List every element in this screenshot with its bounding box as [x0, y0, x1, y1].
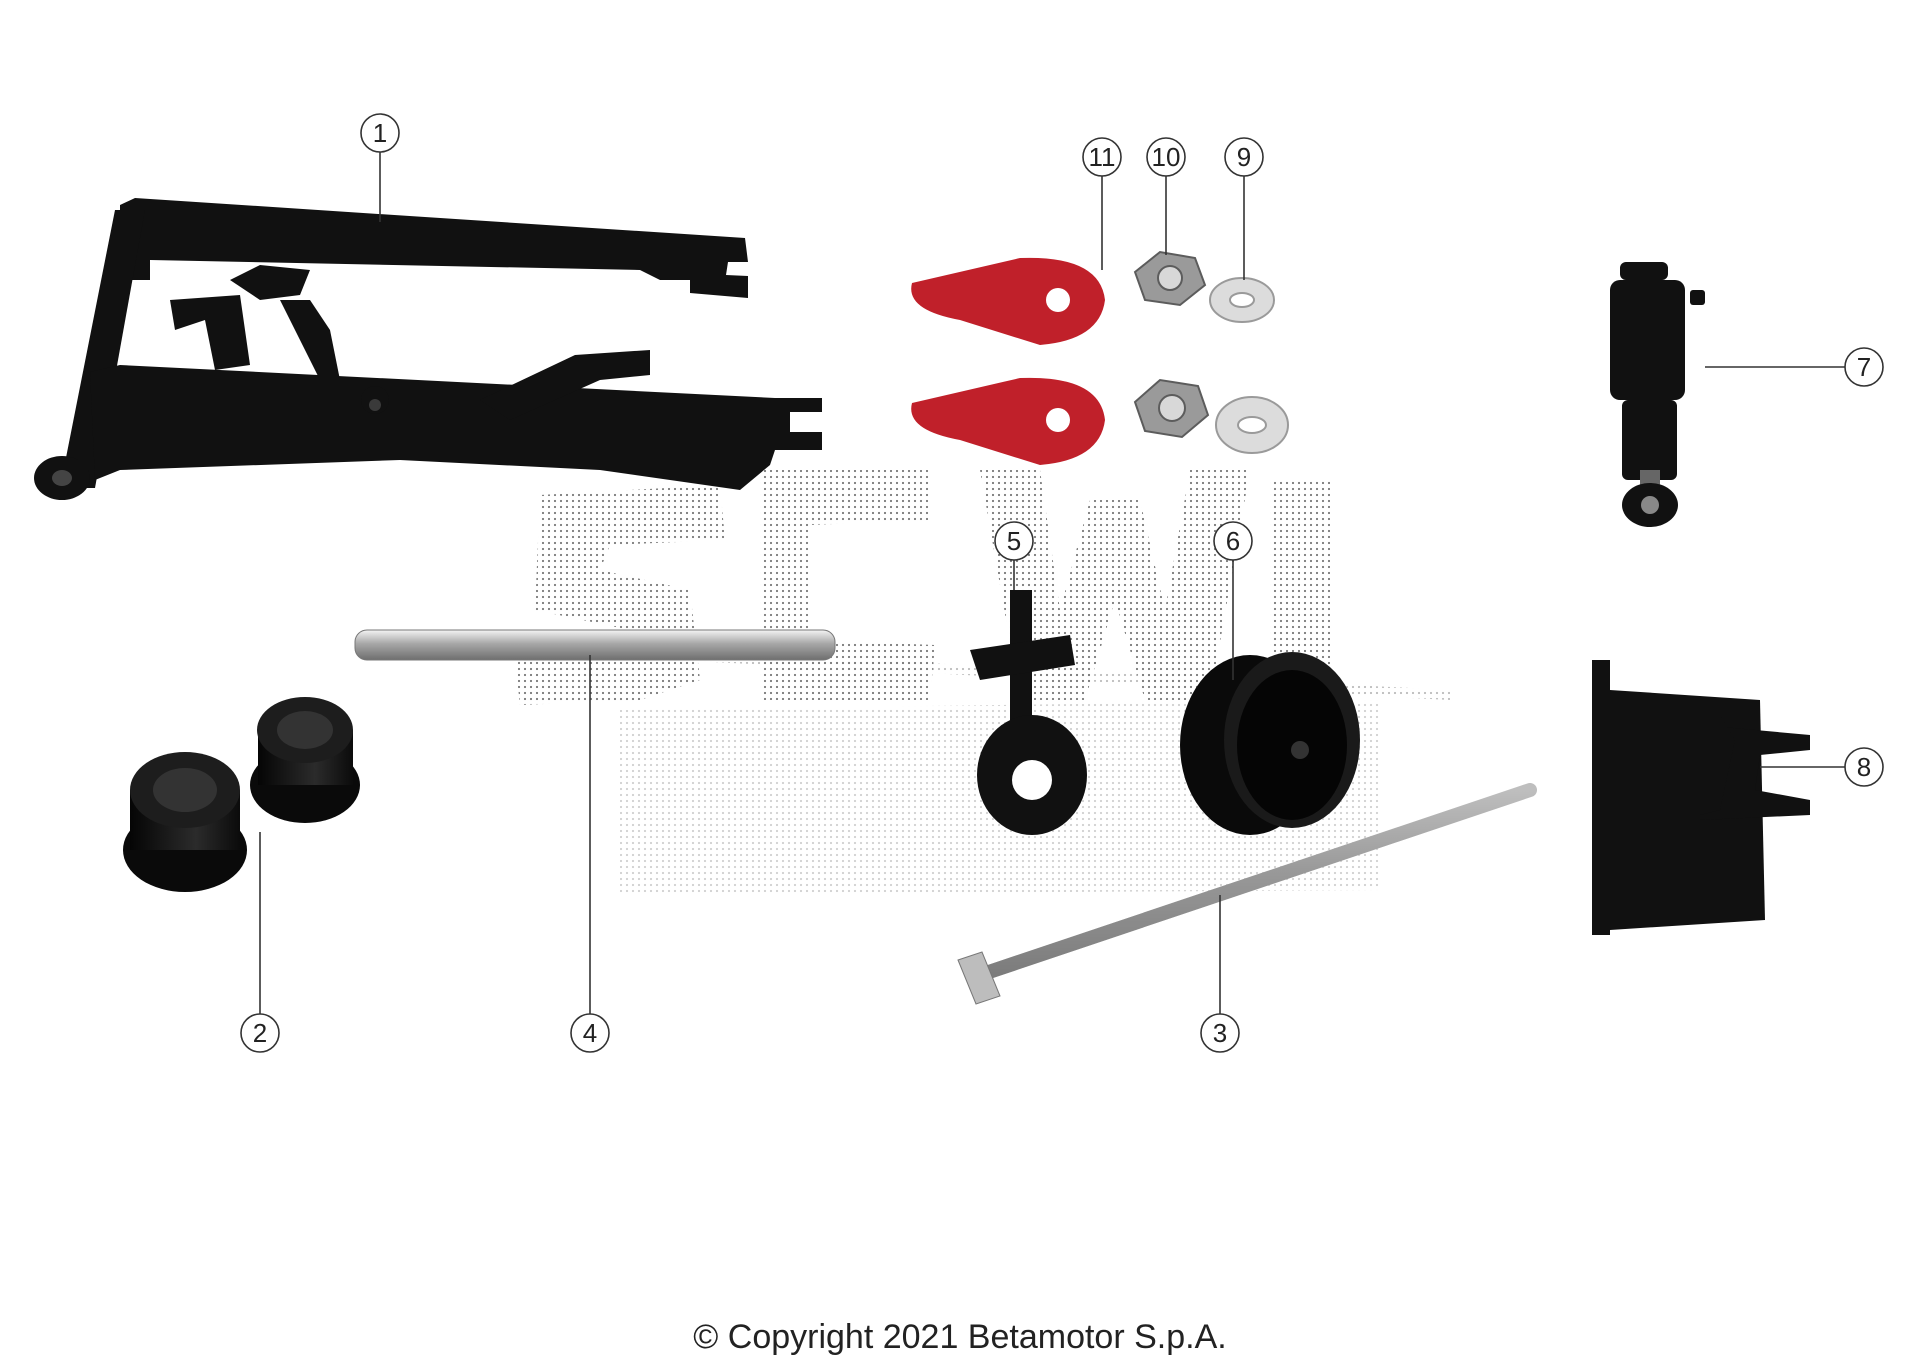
- callout-8: 8: [1844, 747, 1884, 787]
- svg-text:5: 5: [1007, 526, 1021, 556]
- svg-text:8: 8: [1857, 752, 1871, 782]
- leader-lines: [259, 152, 1845, 1014]
- chain-tensioner-icon: [970, 590, 1087, 835]
- svg-text:7: 7: [1857, 352, 1871, 382]
- swingarm-icon: [34, 198, 822, 500]
- callout-4: 4: [570, 1013, 610, 1053]
- bushing-pair-icon: [123, 697, 360, 892]
- callout-11: 11: [1082, 137, 1122, 177]
- svg-text:4: 4: [583, 1018, 597, 1048]
- svg-text:10: 10: [1152, 142, 1181, 172]
- svg-text:11: 11: [1089, 142, 1116, 172]
- nut-icon: [1133, 250, 1210, 439]
- callout-1: 1: [360, 113, 400, 153]
- pivot-shaft-icon: [354, 629, 836, 661]
- callout-10: 10: [1146, 137, 1186, 177]
- chain-adjuster-icon: [911, 257, 1105, 465]
- callout-5: 5: [994, 521, 1034, 561]
- long-axle-icon: [957, 783, 1537, 1005]
- callout-7: 7: [1844, 347, 1884, 387]
- chain-roller-icon: [1180, 652, 1360, 835]
- svg-text:1: 1: [373, 118, 387, 148]
- svg-text:9: 9: [1237, 142, 1251, 172]
- washer-icon: [1209, 277, 1289, 454]
- svg-text:3: 3: [1213, 1018, 1227, 1048]
- callout-6: 6: [1213, 521, 1253, 561]
- mount-bracket-icon: [1592, 660, 1810, 935]
- shock-absorber-icon: [1610, 262, 1705, 527]
- svg-text:6: 6: [1226, 526, 1240, 556]
- callout-9: 9: [1224, 137, 1264, 177]
- svg-text:2: 2: [253, 1018, 267, 1048]
- copyright-notice: © Copyright 2021 Betamotor S.p.A.: [693, 1318, 1227, 1356]
- callout-3: 3: [1200, 1013, 1240, 1053]
- callout-2: 2: [240, 1013, 280, 1053]
